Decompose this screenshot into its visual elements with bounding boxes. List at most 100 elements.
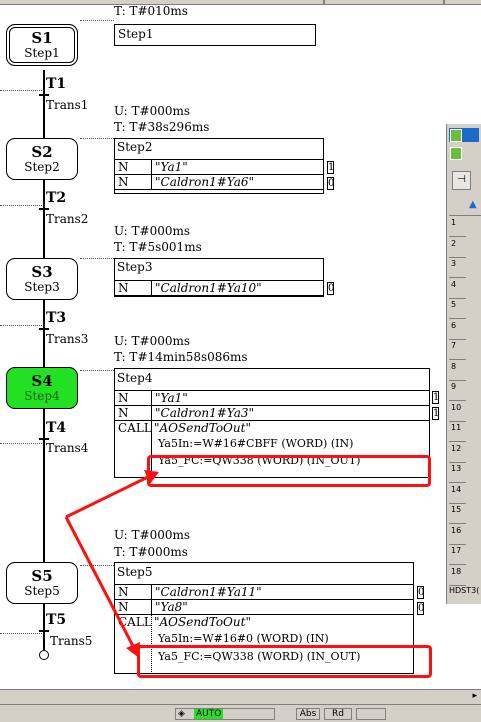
step-number: S3 — [31, 263, 53, 281]
menu-row[interactable] — [449, 146, 479, 160]
step1-action-box[interactable]: Step1 — [114, 24, 316, 46]
call-function-name: "AOSendToOut" — [154, 421, 251, 435]
pin-icon[interactable]: ⊣ — [452, 171, 471, 190]
transition-number: T3 — [46, 310, 67, 326]
step5-action-box[interactable]: Step5 N "Caldron1#Ya11" N "Ya8" CALL "AO… — [114, 562, 414, 674]
table-row-number[interactable]: 13 — [449, 464, 466, 483]
table-row-number[interactable]: 11 — [449, 423, 466, 442]
doc-icon — [450, 147, 462, 160]
arrow-segment — [64, 516, 136, 649]
mode-status: AUTO — [194, 709, 224, 719]
step-name: Step1 — [24, 46, 60, 60]
transition-bar-t5[interactable] — [39, 630, 49, 632]
table-header: ▲ — [449, 195, 481, 216]
step-number: S4 — [31, 372, 53, 390]
table-row-number[interactable]: 10 — [449, 402, 466, 422]
step5-u-time: U: T#000ms — [114, 528, 191, 542]
step3-u-time: U: T#000ms — [114, 224, 191, 238]
action-box-title: Step1 — [118, 27, 154, 41]
transition-bar-t4[interactable] — [39, 438, 49, 440]
action-status-value: 1 — [327, 161, 335, 174]
action-status-value: 0 — [417, 602, 425, 615]
arrowhead-icon — [144, 470, 159, 484]
action-operand[interactable]: "Caldron1#Ya10" — [151, 280, 324, 296]
transition-bar-t3[interactable] — [39, 328, 49, 330]
step2-t-time: T: T#38s296ms — [114, 120, 210, 134]
connector — [80, 258, 114, 260]
table-row-number[interactable]: 16 — [449, 525, 466, 545]
table-row-number[interactable]: 6 — [449, 320, 466, 340]
transition-bar-t1[interactable] — [39, 94, 49, 96]
toolbar-separator — [443, 0, 445, 4]
step-s1[interactable]: S1 Step1 — [6, 24, 78, 66]
mode-panel: ◈ AUTO — [175, 708, 275, 720]
top-toolbar-strip — [0, 0, 481, 5]
step3-action-box[interactable]: Step3 N "Caldron1#Ya10" — [114, 258, 324, 297]
action-operand[interactable]: "Caldron1#Ya6" — [151, 174, 324, 190]
sequence-end-circle — [39, 650, 49, 660]
table-row-number[interactable]: 18 — [449, 566, 466, 586]
window-titlebar[interactable] — [449, 128, 479, 142]
status-panel — [356, 708, 386, 720]
action-status-value: 0 — [327, 282, 335, 295]
horizontal-scrollbar[interactable]: ▸ — [0, 690, 481, 705]
call-param-in: Ya5In:=W#16#0 (WORD) (IN) — [158, 632, 329, 645]
transition-name: Trans4 — [46, 441, 89, 455]
step-number: S2 — [31, 143, 53, 161]
table-row-number[interactable]: 14 — [449, 484, 466, 504]
rd-indicator: Rd — [324, 708, 352, 720]
table-row-number[interactable]: 5 — [449, 300, 466, 319]
table-row-number[interactable]: 4 — [449, 279, 466, 299]
transition-name: Trans3 — [46, 332, 89, 346]
step5-t-time: T: T#000ms — [114, 545, 188, 559]
step-number: S1 — [31, 29, 53, 47]
table-row-number[interactable]: 12 — [449, 443, 466, 463]
step-s4-active[interactable]: S4 Step4 — [6, 367, 78, 409]
connector — [80, 565, 114, 567]
transition-name: Trans2 — [46, 212, 89, 226]
transition-number: T5 — [46, 612, 67, 628]
step-s5[interactable]: S5 Step5 — [6, 562, 78, 604]
step-s2[interactable]: S2 Step2 — [6, 138, 78, 180]
table-row-number[interactable]: 8 — [449, 361, 466, 381]
app-icon — [450, 129, 462, 142]
step-name: Step5 — [24, 584, 60, 598]
call-block[interactable]: "AOSendToOut" Ya5In:=W#16#0 (WORD) (IN) … — [151, 614, 414, 674]
scroll-right-icon[interactable]: ▸ — [472, 691, 477, 701]
step3-t-time: T: T#5s001ms — [114, 240, 202, 254]
connector — [80, 138, 114, 140]
step-name: Step2 — [24, 160, 60, 174]
step-name: Step4 — [24, 389, 60, 403]
transition-name: Trans5 — [50, 634, 93, 648]
action-status-value: 0 — [417, 586, 425, 599]
connector — [0, 325, 42, 327]
transition-number: T2 — [46, 190, 67, 206]
toolbar-separator — [323, 0, 325, 4]
sort-arrow-icon: ▲ — [469, 199, 477, 210]
connector — [0, 443, 42, 445]
action-box-title: Step5 — [117, 565, 153, 579]
step-number: S5 — [31, 567, 53, 585]
step2-u-time: U: T#000ms — [114, 104, 191, 118]
table-row-number[interactable]: 17 — [449, 546, 466, 565]
action-status-value: 0 — [327, 177, 335, 190]
action-box-title: Step3 — [117, 260, 153, 274]
connector — [0, 90, 42, 92]
call-block[interactable]: "AOSendToOut" Ya5In:=W#16#CBFF (WORD) (I… — [151, 420, 430, 478]
step2-action-box[interactable]: Step2 N "Ya1" N "Caldron1#Ya6" — [114, 138, 324, 194]
table-row-number[interactable]: 9 — [449, 382, 466, 401]
table-row-number[interactable]: 2 — [449, 238, 466, 258]
step-s3[interactable]: S3 Step3 — [6, 258, 78, 300]
step4-action-box[interactable]: Step4 N "Ya1" N "Caldron1#Ya3" CALL "AOS… — [114, 368, 430, 478]
table-footer: HDST3( — [449, 586, 480, 595]
table-row-number[interactable]: 3 — [449, 259, 466, 278]
table-row-number[interactable]: 1 — [449, 218, 466, 237]
connector — [80, 20, 114, 22]
sfc-sequence-line — [43, 70, 45, 650]
table-row-number[interactable]: 7 — [449, 341, 466, 360]
transition-bar-t2[interactable] — [39, 208, 49, 210]
step1-time: T: T#010ms — [114, 4, 188, 18]
action-box-title: Step2 — [117, 140, 153, 154]
table-row-number[interactable]: 15 — [449, 505, 466, 524]
